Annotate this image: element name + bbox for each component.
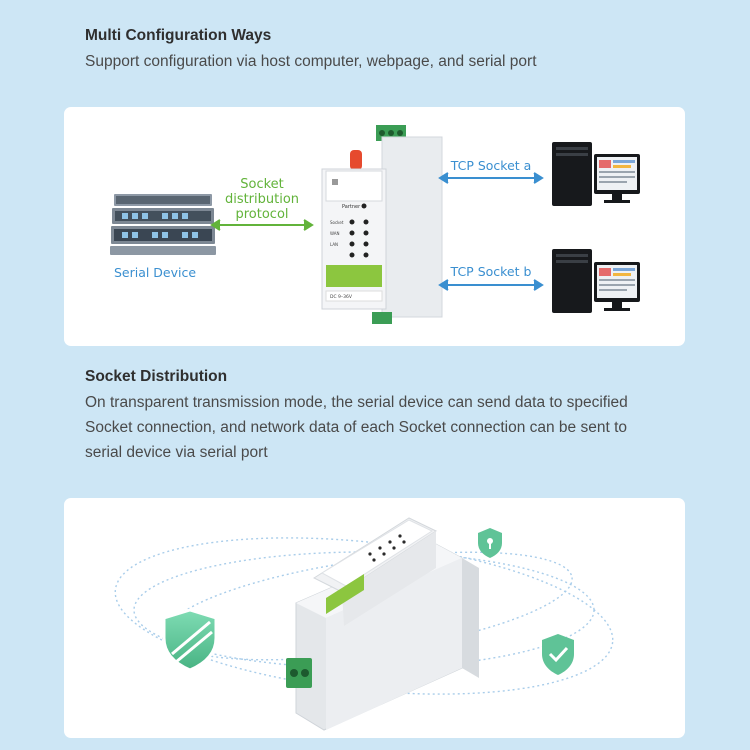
product-device-3d-icon	[286, 517, 479, 731]
section-title-socket-distribution: Socket Distribution	[85, 368, 228, 385]
device-face-label-voltage: DC 9–36V	[330, 294, 353, 300]
socket-distribution-line-1: On transparent transmission mode, the se…	[85, 394, 628, 411]
socket-protocol-label-line-3: protocol	[235, 207, 289, 222]
socket-distribution-line-2: Socket connection, and network data of e…	[85, 419, 627, 436]
serial-device-rack-icon	[110, 194, 216, 255]
section-description-configuration: Support configuration via host computer,…	[85, 53, 537, 70]
socket-protocol-label-line-1: Socket	[240, 177, 284, 192]
section-title-multi-configuration: Multi Configuration Ways	[85, 27, 272, 44]
tcp-socket-b-label: TCP Socket b	[450, 264, 532, 279]
socket-distribution-line-3: serial device via serial port	[85, 444, 268, 461]
socket-diagram-card: Partner Socket WAN LAN DC 9–36V	[64, 107, 685, 346]
serial-device-label: Serial Device	[113, 265, 197, 280]
device-face-label-wan: WAN	[330, 231, 339, 236]
serial-server-device-icon	[321, 125, 443, 324]
device-face-label-lan: LAN	[330, 242, 338, 247]
device-face-label-partner: Partner	[342, 204, 361, 210]
section-description-socket-distribution: On transparent transmission mode, the se…	[85, 390, 628, 465]
blue-bidirectional-arrow-b	[438, 279, 544, 291]
socket-diagram-graphic: Partner Socket WAN LAN DC 9–36V	[110, 125, 640, 324]
computer-b-icon	[552, 249, 640, 313]
product-illustration-card	[64, 498, 685, 738]
socket-protocol-label-line-2: distribution	[224, 192, 300, 207]
security-shield-large-icon	[162, 608, 218, 672]
blue-bidirectional-arrow-a	[438, 172, 544, 184]
green-bidirectional-arrow	[210, 219, 314, 231]
computer-a-icon	[552, 142, 640, 206]
tcp-socket-a-label: TCP Socket a	[450, 158, 532, 173]
lock-shield-icon	[478, 528, 502, 558]
check-shield-icon	[542, 634, 574, 675]
socket-protocol-label: Socket distribution protocol	[214, 177, 310, 222]
product-illustration-graphic	[114, 517, 614, 731]
device-face-label-socket: Socket	[330, 220, 344, 225]
